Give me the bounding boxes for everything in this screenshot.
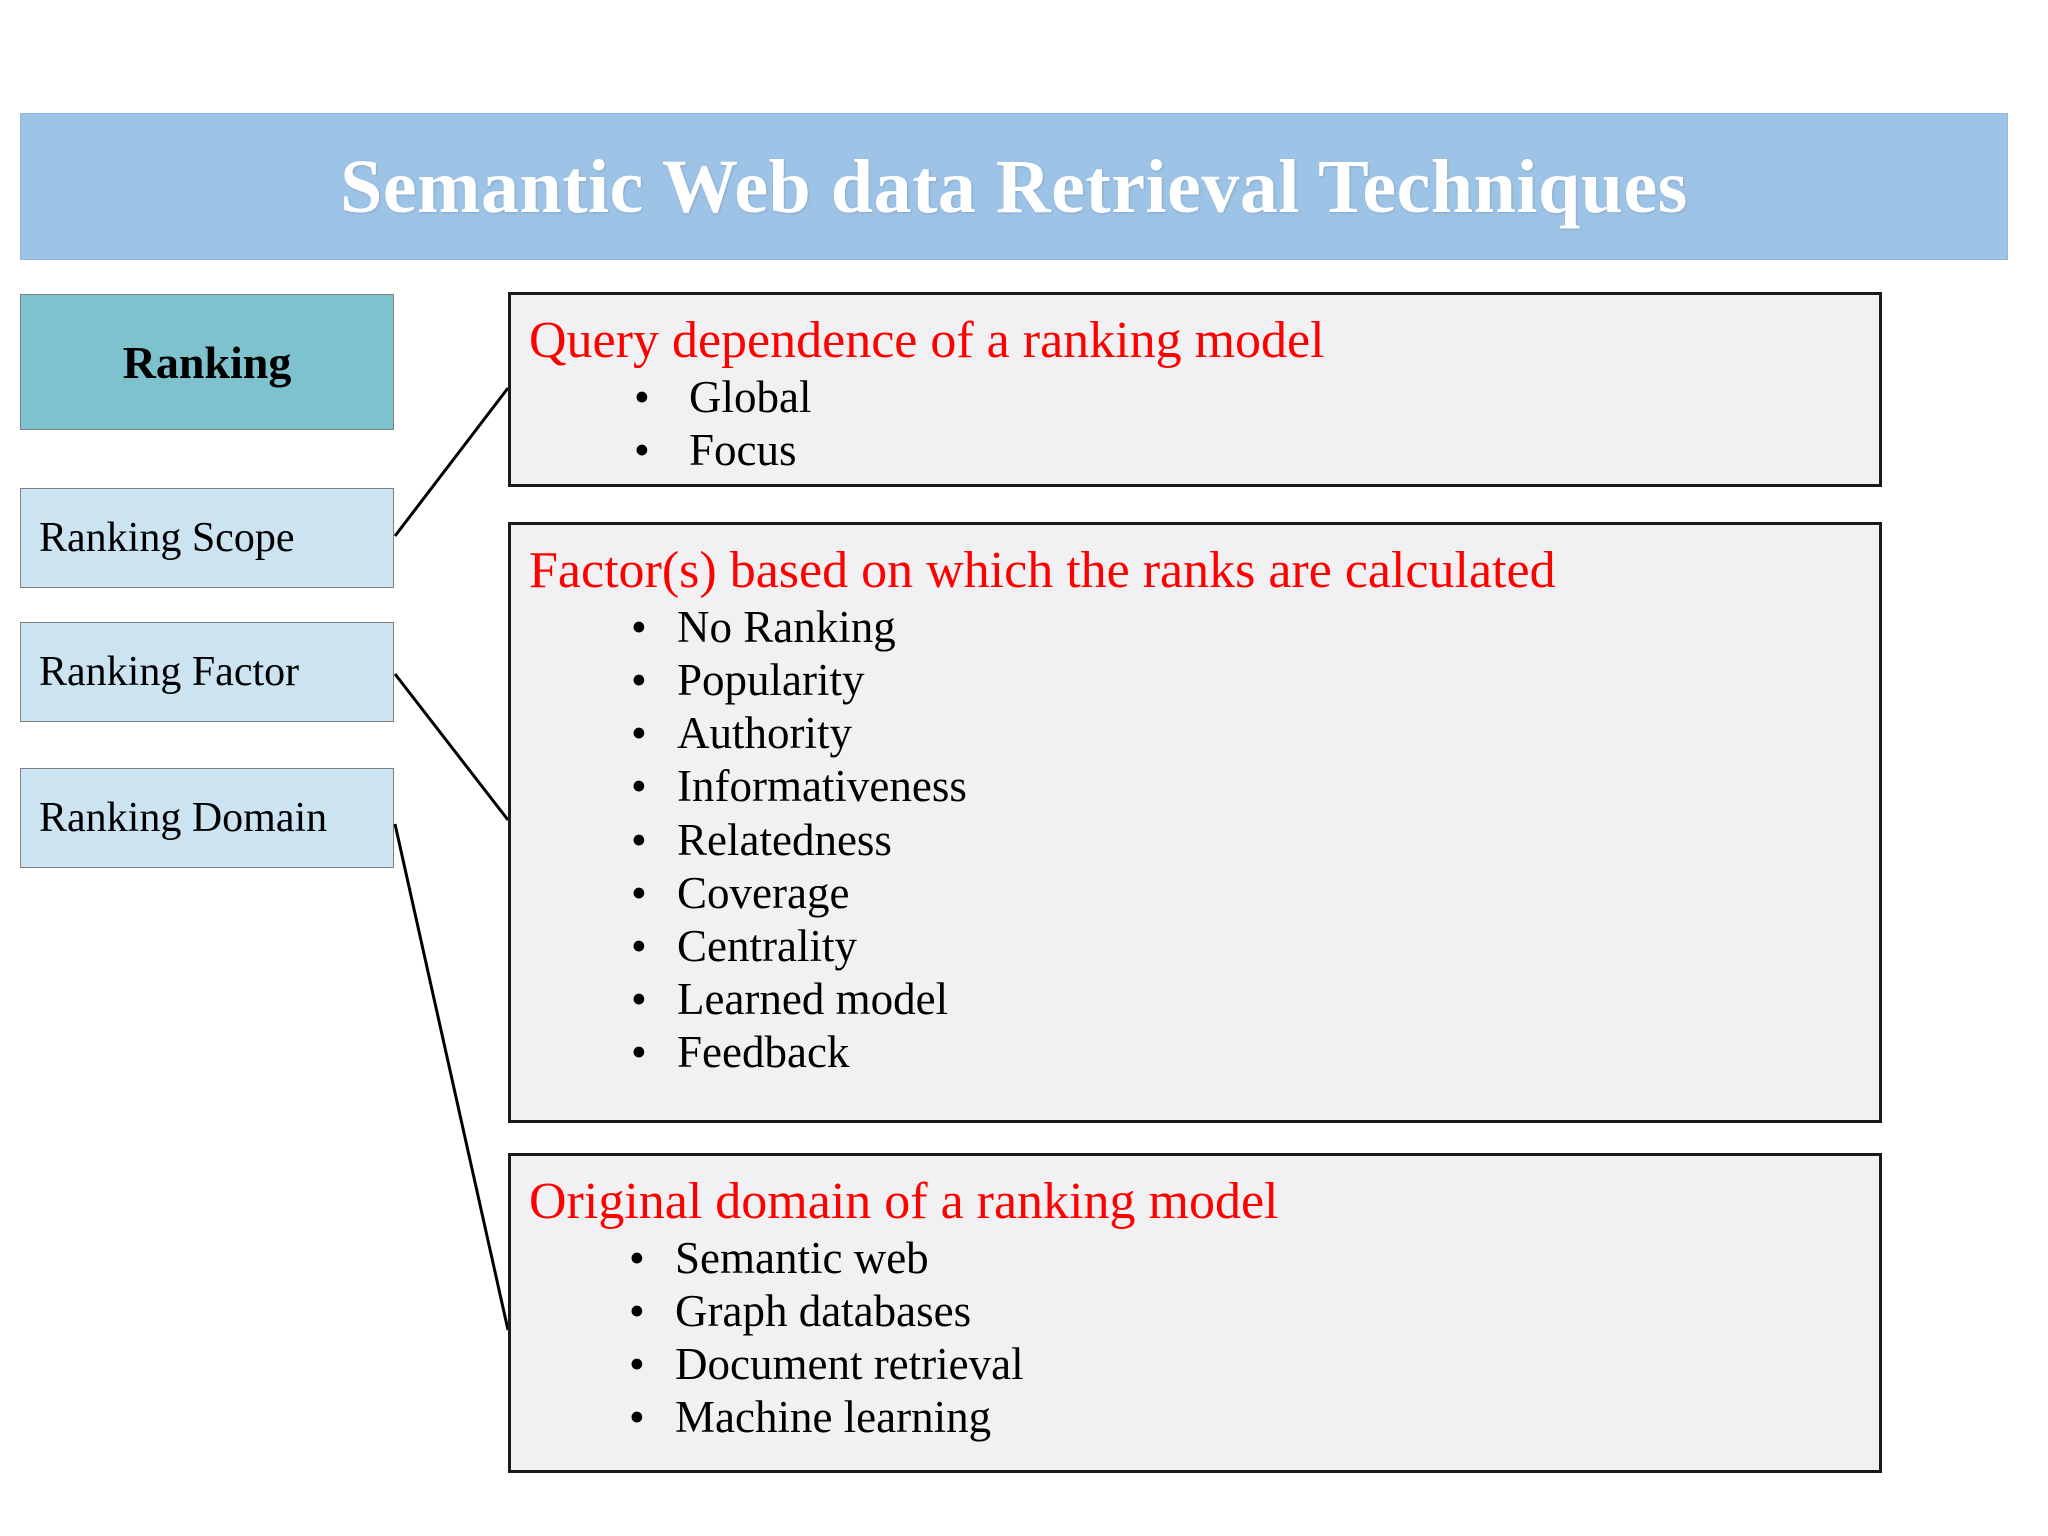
- list-item: • No Ranking: [511, 601, 1879, 654]
- category-label-ranking-domain: Ranking Domain: [39, 795, 328, 841]
- list-item-label: Focus: [689, 425, 797, 476]
- list-item: • Document retrieval: [511, 1338, 1879, 1391]
- category-box-ranking-factor[interactable]: Ranking Factor: [20, 622, 394, 722]
- panel-list-factor: • No Ranking • Popularity • Authority • Info…: [511, 601, 1879, 1079]
- list-item-label: Machine learning: [675, 1392, 992, 1443]
- panel-heading-scope: Query dependence of a ranking model: [529, 312, 1325, 369]
- bullet-icon: •: [631, 602, 647, 653]
- connector-line-factor: [393, 673, 510, 821]
- bullet-icon: •: [631, 867, 647, 918]
- bullet-icon: •: [631, 920, 647, 971]
- panel-list-domain: • Semantic web • Graph databases • Document…: [511, 1232, 1879, 1444]
- bullet-icon: •: [634, 425, 650, 476]
- category-box-ranking[interactable]: Ranking: [20, 294, 394, 430]
- panel-heading-factor: Factor(s) based on which the ranks are c…: [529, 542, 1556, 599]
- bullet-icon: •: [631, 814, 647, 865]
- list-item: • Feedback: [511, 1026, 1879, 1079]
- list-item-label: Feedback: [677, 1026, 850, 1077]
- category-box-ranking-domain[interactable]: Ranking Domain: [20, 768, 394, 868]
- list-item: • Focus: [511, 424, 1879, 477]
- list-item-label: Global: [689, 372, 812, 423]
- list-item: • Global: [511, 371, 1879, 424]
- bullet-icon: •: [631, 708, 647, 759]
- list-item-label: Coverage: [677, 867, 850, 918]
- list-item: • Informativeness: [511, 760, 1879, 813]
- list-item: • Authority: [511, 707, 1879, 760]
- page-title: Semantic Web data Retrieval Techniques: [340, 144, 1688, 229]
- list-item: • Relatedness: [511, 814, 1879, 867]
- content-panel-domain: Original domain of a ranking model • Sema…: [508, 1153, 1882, 1473]
- bullet-icon: •: [631, 655, 647, 706]
- list-item: • Machine learning: [511, 1391, 1879, 1444]
- list-item-label: Graph databases: [675, 1286, 972, 1337]
- bullet-icon: •: [629, 1233, 645, 1284]
- list-item-label: Semantic web: [675, 1233, 929, 1284]
- bullet-icon: •: [634, 372, 650, 423]
- category-label-ranking-factor: Ranking Factor: [39, 649, 300, 695]
- bullet-icon: •: [629, 1286, 645, 1337]
- content-panel-scope: Query dependence of a ranking model • Glo…: [508, 292, 1882, 487]
- list-item-label: Centrality: [677, 920, 857, 971]
- list-item-label: Learned model: [677, 973, 949, 1024]
- list-item: • Centrality: [511, 920, 1879, 973]
- list-item: • Semantic web: [511, 1232, 1879, 1285]
- list-item-label: No Ranking: [677, 602, 896, 653]
- category-label-ranking: Ranking: [122, 336, 292, 388]
- slide-title-bar: Semantic Web data Retrieval Techniques: [20, 113, 2008, 260]
- connector-line-domain: [393, 823, 510, 1331]
- list-item: • Popularity: [511, 654, 1879, 707]
- content-panel-factor: Factor(s) based on which the ranks are c…: [508, 522, 1882, 1123]
- category-box-ranking-scope[interactable]: Ranking Scope: [20, 488, 394, 588]
- bullet-icon: •: [631, 973, 647, 1024]
- list-item-label: Popularity: [677, 655, 865, 706]
- panel-list-scope: • Global • Focus: [511, 371, 1879, 477]
- list-item-label: Document retrieval: [675, 1339, 1024, 1390]
- category-label-ranking-scope: Ranking Scope: [39, 515, 295, 561]
- list-item: • Learned model: [511, 973, 1879, 1026]
- list-item-label: Informativeness: [677, 761, 967, 812]
- bullet-icon: •: [629, 1339, 645, 1390]
- bullet-icon: •: [631, 1026, 647, 1077]
- list-item: • Graph databases: [511, 1285, 1879, 1338]
- list-item: • Coverage: [511, 867, 1879, 920]
- list-item-label: Authority: [677, 708, 852, 759]
- bullet-icon: •: [631, 761, 647, 812]
- panel-heading-domain: Original domain of a ranking model: [529, 1173, 1279, 1230]
- bullet-icon: •: [629, 1392, 645, 1443]
- connector-line-scope: [393, 387, 510, 537]
- list-item-label: Relatedness: [677, 814, 892, 865]
